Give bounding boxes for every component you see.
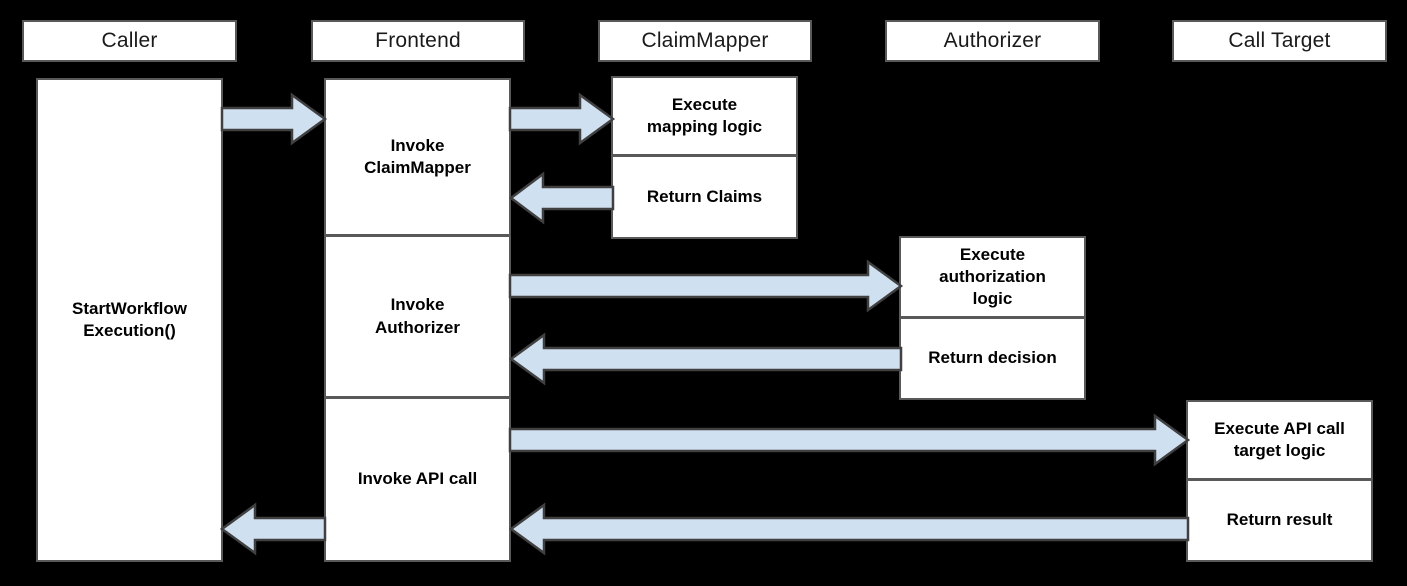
activation-authorizer-return: Return decision (899, 318, 1086, 400)
activation-claimmapper-return: Return Claims (611, 156, 798, 239)
activation-caller-start: StartWorkflow Execution() (36, 78, 223, 562)
lifeline-label-authorizer: Authorizer (943, 29, 1042, 52)
lifeline-label-frontend: Frontend (375, 29, 461, 52)
lifeline-header-authorizer: Authorizer (885, 20, 1100, 62)
lifeline-label-calltarget: Call Target (1228, 29, 1331, 52)
activation-frontend-invoke-authorizer: Invoke Authorizer (324, 236, 511, 398)
activation-calltarget-return: Return result (1186, 480, 1373, 562)
message-arrow-caller-to-frontend (220, 92, 328, 146)
lifeline-header-calltarget: Call Target (1172, 20, 1387, 62)
activation-frontend-invoke-api-call: Invoke API call (324, 398, 511, 562)
lifeline-header-claimmapper: ClaimMapper (598, 20, 812, 62)
message-arrow-frontend-to-calltarget (508, 413, 1191, 467)
activation-authorizer-execute: Execute authorization logic (899, 236, 1086, 318)
lifeline-header-caller: Caller (22, 20, 237, 62)
message-arrow-frontend-to-authorizer (508, 259, 904, 313)
message-arrow-claimmapper-to-frontend (508, 171, 615, 225)
message-arrow-frontend-to-caller (219, 502, 327, 556)
activation-frontend-invoke-claimmapper: Invoke ClaimMapper (324, 78, 511, 236)
message-arrow-authorizer-to-frontend (508, 332, 903, 386)
lifeline-label-claimmapper: ClaimMapper (641, 29, 769, 52)
lifeline-label-caller: Caller (101, 29, 158, 52)
lifeline-header-frontend: Frontend (311, 20, 525, 62)
message-arrow-frontend-to-claimmapper (508, 92, 616, 146)
activation-claimmapper-execute: Execute mapping logic (611, 76, 798, 156)
activation-calltarget-execute: Execute API call target logic (1186, 400, 1373, 480)
message-arrow-calltarget-to-frontend (508, 502, 1190, 556)
